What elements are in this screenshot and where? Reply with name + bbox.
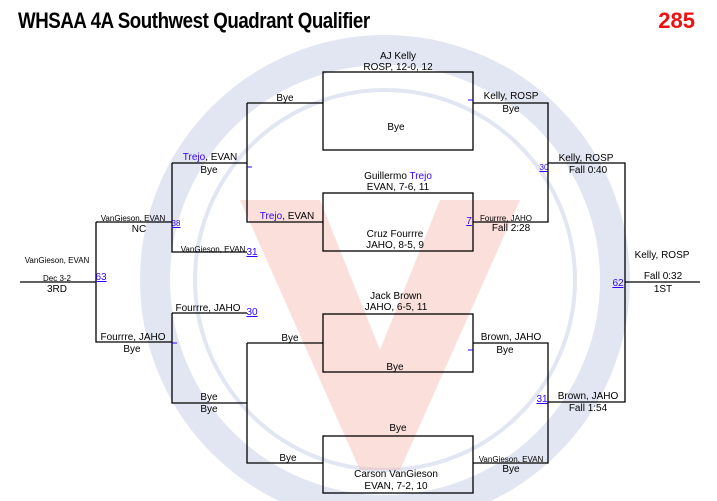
r1-top-info: JAHO, 6-5, 11 (364, 302, 428, 313)
page-title: WHSAA 4A Southwest Quadrant Qualifier (18, 8, 370, 33)
match-link[interactable]: 31 (246, 247, 258, 258)
match-link[interactable]: 38 (171, 219, 181, 228)
cons-name: Bye (279, 453, 297, 464)
r3-result: Fall 1:54 (568, 403, 608, 414)
cons-name: Fourrre, JAHO (175, 303, 241, 314)
r1-bottom-name: Cruz Fourrre (366, 229, 424, 240)
r1-top-info: ROSP, 12-0, 12 (363, 62, 433, 73)
r2-name: Fourrre, JAHO (479, 214, 533, 223)
cons-name: Trejo, EVAN (182, 152, 238, 163)
r1-bottom-name: Carson VanGieson (354, 469, 438, 480)
third-name: VanGieson, EVAN (24, 256, 90, 265)
r1-bottom-info: EVAN, 7-2, 10 (364, 481, 428, 492)
cons-name: Fourrre, JAHO (100, 332, 166, 343)
watermark-v (240, 200, 520, 470)
match-link[interactable]: 30 (539, 163, 549, 172)
r2-result: Bye (502, 464, 520, 475)
r2-name: Kelly, ROSP (483, 91, 539, 102)
r1-bottom-name: Bye (386, 362, 404, 373)
match-link[interactable]: 62 (612, 278, 624, 289)
place-label: 1ST (653, 284, 673, 295)
match-link[interactable]: 63 (95, 272, 107, 283)
match-link[interactable]: 7 (466, 216, 472, 227)
r1-top-name: Bye (389, 423, 407, 434)
cons-result: Bye (200, 404, 218, 415)
r1-top-info: EVAN, 7-6, 11 (366, 182, 430, 193)
r1-top-name: Jack Brown (370, 291, 422, 302)
cons-name: Bye (276, 93, 294, 104)
third-result: Dec 3-2 (42, 274, 72, 283)
champion-name: Kelly, ROSP (634, 250, 690, 261)
match-link[interactable]: 30 (246, 307, 258, 318)
watermark (140, 35, 630, 501)
match-link[interactable]: 31 (536, 394, 548, 405)
final-result: Fall 0:32 (643, 271, 683, 282)
cons-name: Bye (281, 333, 299, 344)
cons-result: Bye (123, 344, 141, 355)
cons-name: VanGieson, EVAN (180, 245, 246, 254)
r2-result: Bye (496, 345, 514, 356)
cons-name: VanGieson, EVAN (100, 214, 166, 223)
cons-result: NC (131, 224, 147, 235)
r2-name: Brown, JAHO (480, 332, 542, 343)
r3-name: Brown, JAHO (557, 391, 619, 402)
cons-result: Bye (200, 165, 218, 176)
r3-name: Kelly, ROSP (558, 153, 614, 164)
cons-name: Bye (200, 392, 218, 403)
r2-result: Bye (502, 104, 520, 115)
r1-bottom-info: JAHO, 8-5, 9 (366, 240, 424, 251)
r1-top-name: AJ Kelly (379, 51, 417, 62)
cons-name: Trejo, EVAN (259, 211, 315, 222)
r2-result: Fall 2:28 (491, 223, 531, 234)
r1-top-name: Guillermo Trejo (364, 171, 432, 182)
r3-result: Fall 0:40 (568, 165, 608, 176)
place-label: 3RD (46, 284, 68, 295)
r2-name: VanGieson, EVAN (478, 455, 544, 464)
r1-bottom-name: Bye (387, 122, 405, 133)
weight-class: 285 (658, 8, 695, 33)
